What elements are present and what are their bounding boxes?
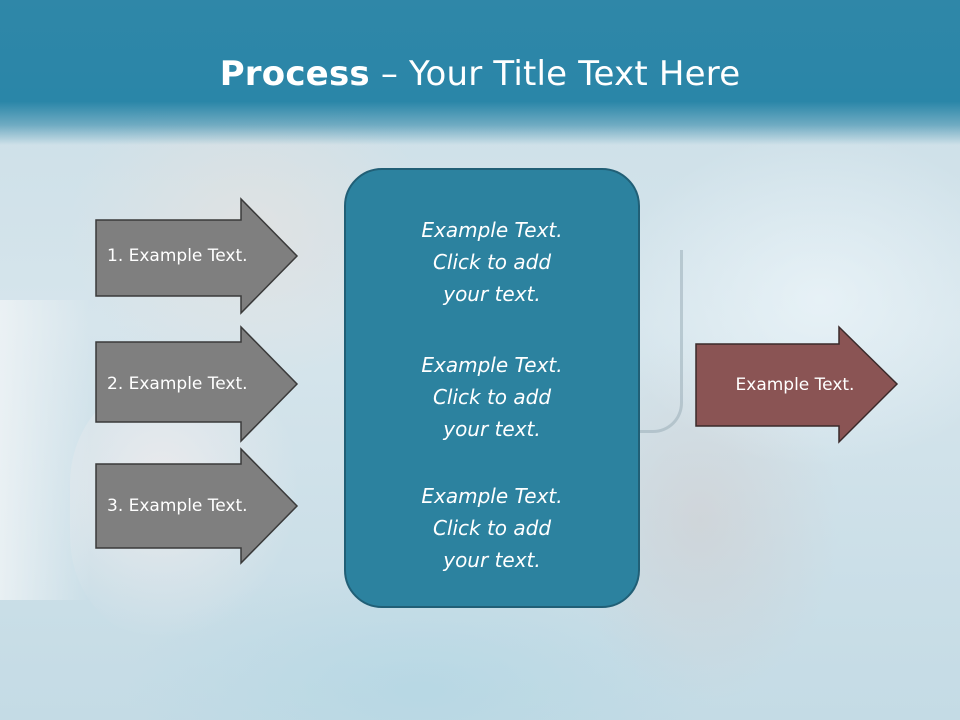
slide-title[interactable]: Process – Your Title Text Here (0, 52, 960, 96)
center-block-3: Example Text. Click to add your text. (346, 480, 638, 576)
result-arrow[interactable]: Example Text. (695, 325, 899, 444)
result-arrow-label: Example Text. (735, 375, 855, 395)
arrow-shape-3 (95, 447, 299, 565)
center-block-1: Example Text. Click to add your text. (346, 214, 638, 310)
center-block-1-line-2: Click to add (432, 250, 552, 274)
title-strong: Process (219, 54, 370, 94)
center-block-1-line-3: your text. (443, 282, 541, 306)
arrow-label-1: 1. Example Text. (107, 246, 248, 266)
result-arrow-shape (695, 325, 899, 444)
title-band: Process – Your Title Text Here (0, 0, 960, 145)
process-arrow-1[interactable]: 1. Example Text. (95, 197, 299, 315)
center-block-2: Example Text. Click to add your text. (346, 349, 638, 445)
center-block-2-line-1: Example Text. (421, 353, 563, 377)
background-stethoscope (640, 250, 683, 433)
process-arrow-3[interactable]: 3. Example Text. (95, 447, 299, 565)
center-block-1-line-1: Example Text. (421, 218, 563, 242)
arrow-label-3: 3. Example Text. (107, 496, 248, 516)
title-rest: – Your Title Text Here (369, 54, 741, 94)
center-block-3-line-2: Click to add (432, 516, 552, 540)
arrow-shape-1 (95, 197, 299, 315)
center-block-3-line-3: your text. (443, 548, 541, 572)
arrow-shape-2 (95, 325, 299, 443)
center-block-3-line-1: Example Text. (421, 484, 563, 508)
center-block-2-line-3: your text. (443, 417, 541, 441)
center-text-box[interactable]: Example Text. Click to add your text. Ex… (344, 168, 640, 608)
arrow-label-2: 2. Example Text. (107, 374, 248, 394)
center-block-2-line-2: Click to add (432, 385, 552, 409)
process-arrow-2[interactable]: 2. Example Text. (95, 325, 299, 443)
